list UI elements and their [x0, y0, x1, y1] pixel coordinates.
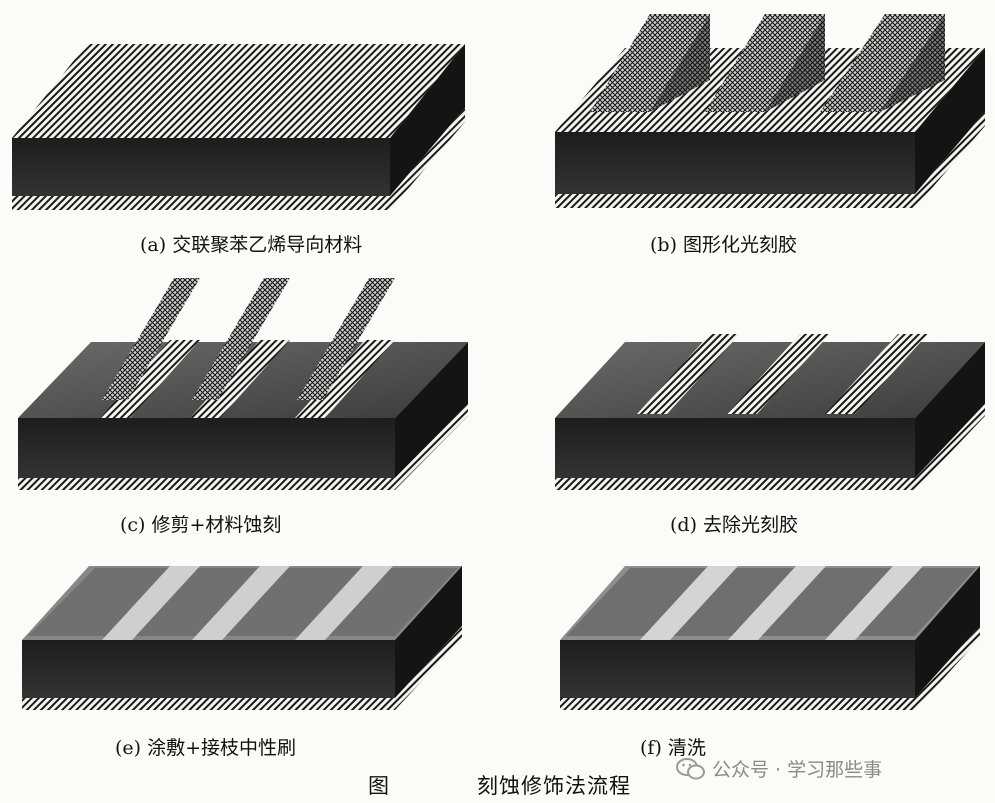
guide-stripes [637, 334, 928, 414]
figure-title: 刻蚀修饰法流程 [477, 774, 631, 798]
panel-e [22, 566, 462, 710]
caption-b: (b) 图形化光刻胶 [650, 234, 798, 256]
panel-b [555, 14, 985, 208]
brush-stripes [102, 566, 393, 640]
photoresist-lines [590, 14, 945, 112]
panel-d [555, 334, 985, 490]
caption-e: (e) 涂敷+接枝中性刷 [115, 737, 297, 759]
panel-c [18, 278, 468, 490]
panel-f [560, 566, 980, 710]
figure-label: 图 [368, 774, 389, 798]
wechat-icon [676, 757, 705, 779]
trimmed-lines [100, 278, 395, 418]
clean-stripes [640, 566, 923, 640]
caption-c: (c) 修剪+材料蚀刻 [120, 514, 282, 536]
watermark-text: 公众号 · 学习那些事 [712, 759, 883, 781]
watermark: 公众号 · 学习那些事 [676, 755, 882, 782]
caption-a: (a) 交联聚苯乙烯导向材料 [140, 234, 363, 256]
caption-d: (d) 去除光刻胶 [670, 514, 799, 536]
panel-a [12, 44, 465, 210]
caption-f: (f) 清洗 [640, 737, 706, 759]
